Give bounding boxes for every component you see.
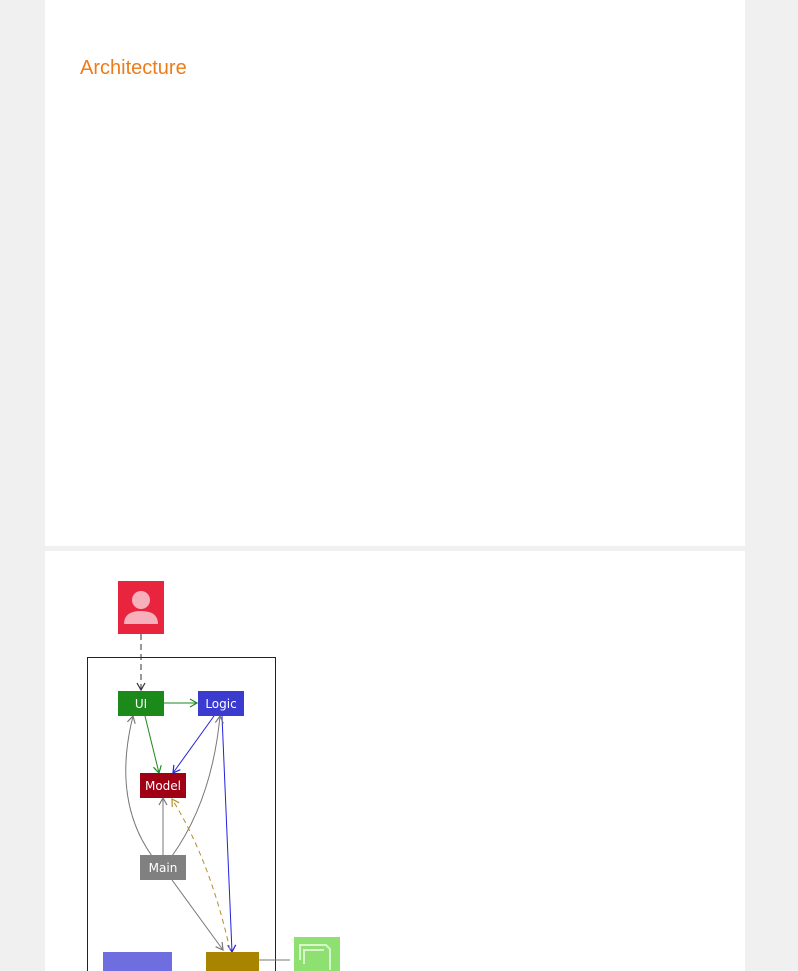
- edge-logic-to-storage: [222, 716, 232, 952]
- user-icon: [118, 581, 164, 634]
- component-logic-label: Logic: [205, 697, 236, 711]
- component-model-label: Model: [145, 779, 181, 793]
- component-commons: [103, 952, 172, 971]
- component-model: Model: [140, 773, 186, 798]
- document-page-top: Architecture: [45, 0, 745, 546]
- component-main-label: Main: [149, 861, 178, 875]
- component-logic: Logic: [198, 691, 244, 716]
- component-storage: [206, 952, 259, 971]
- architecture-diagram: UI Logic Model Main: [45, 551, 745, 971]
- component-main: Main: [140, 855, 186, 880]
- file-icon: [294, 937, 340, 971]
- document-page-bottom: UI Logic Model Main: [45, 551, 745, 971]
- edge-logic-to-model: [173, 716, 214, 773]
- component-ui: UI: [118, 691, 164, 716]
- section-title-architecture: Architecture: [80, 57, 187, 80]
- edge-main-to-storage: [172, 880, 223, 950]
- component-ui-label: UI: [135, 697, 147, 711]
- edge-ui-to-model: [145, 716, 159, 773]
